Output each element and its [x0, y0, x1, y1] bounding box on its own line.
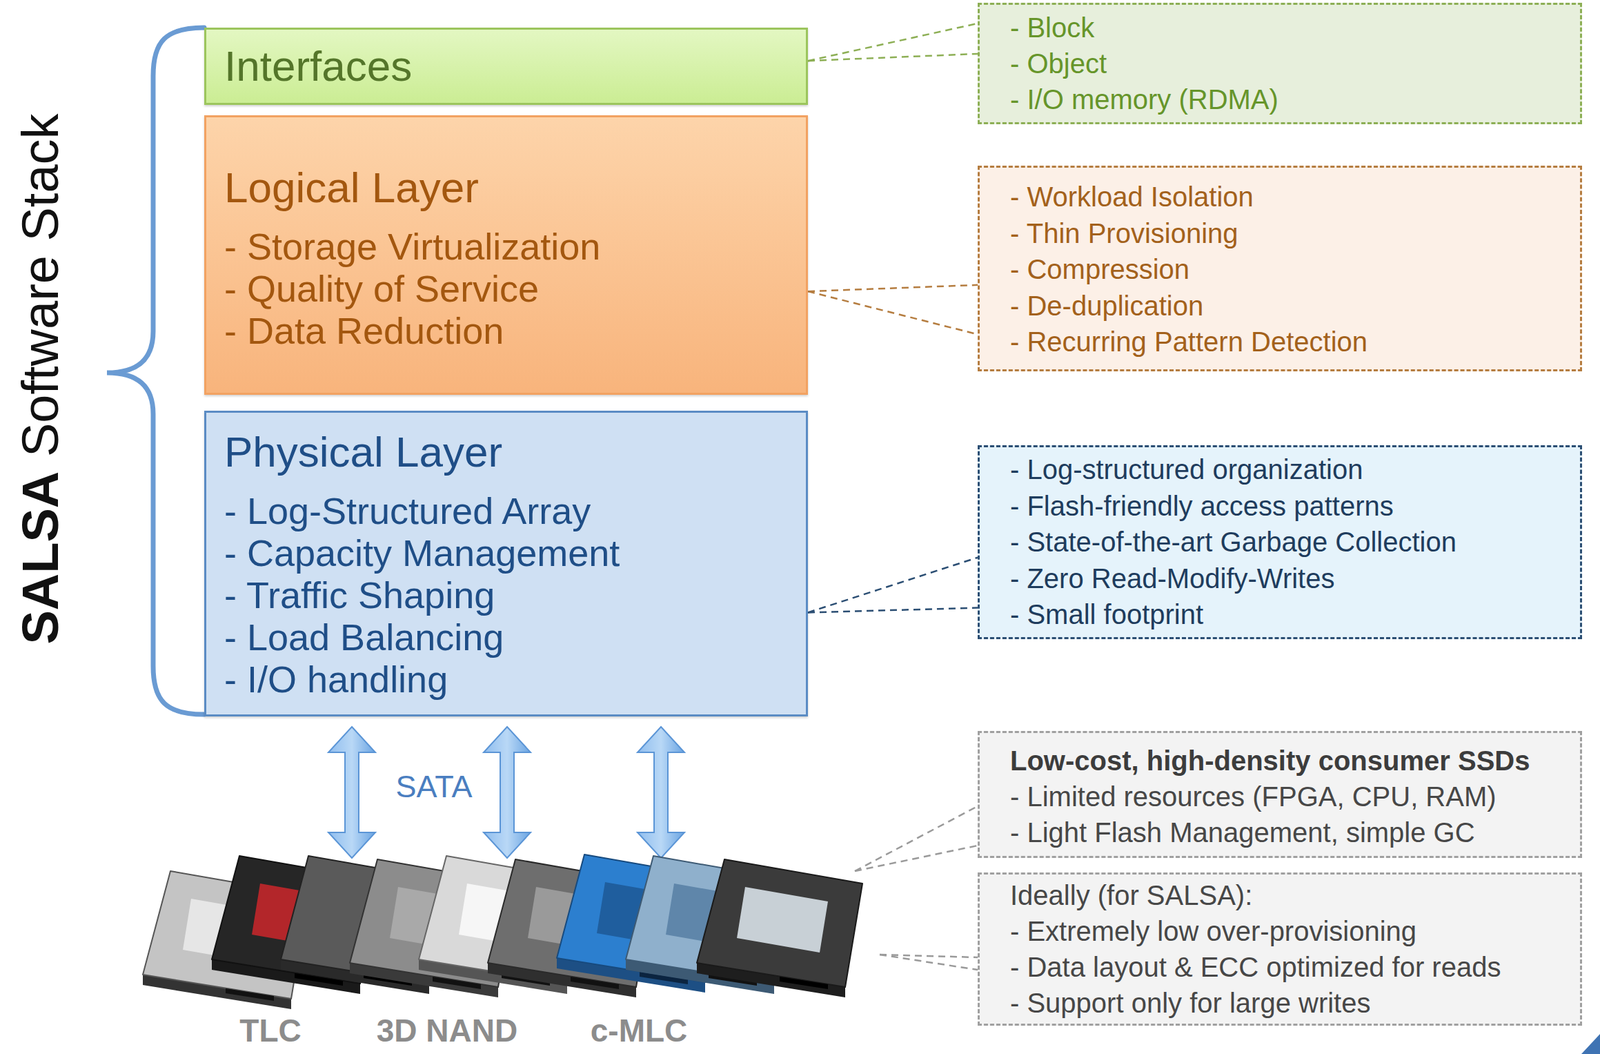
box-heading: Interfaces — [224, 42, 412, 91]
list-item: - Zero Read-Modify-Writes — [1010, 560, 1335, 597]
layer-box: Interfaces — [204, 27, 808, 105]
list-item: - Flash-friendly access patterns — [1010, 487, 1394, 525]
list-item: - Data layout & ECC optimized for reads — [1010, 948, 1501, 985]
stack-title-word: Software Stack — [11, 113, 69, 457]
list-item: - Object — [1010, 45, 1107, 82]
list-item: - Traffic Shaping — [224, 574, 495, 617]
list-item: - Capacity Management — [224, 531, 620, 575]
callout-box: Low-cost, high-density consumer SSDs- Li… — [977, 730, 1583, 858]
box-heading: Logical Layer — [224, 163, 479, 212]
list-item: Ideally (for SALSA): — [1010, 876, 1253, 913]
box-heading: Low-cost, high-density consumer SSDs — [1010, 742, 1530, 779]
list-item: - Data Reduction — [224, 309, 504, 352]
list-item: - Recurring Pattern Detection — [1010, 323, 1368, 361]
list-item: - Light Flash Management, simple GC — [1010, 814, 1476, 851]
leader-line — [807, 607, 978, 613]
stack-title-word: SALSA — [11, 471, 69, 645]
list-item: - Block — [1010, 9, 1095, 46]
callout-box: - Workload Isolation- Thin Provisioning-… — [977, 165, 1583, 372]
bus-label: SATA — [396, 770, 473, 802]
callout-leader — [807, 284, 978, 335]
stack-brace — [106, 27, 205, 715]
leader-line — [807, 53, 978, 61]
callout-leader — [807, 23, 978, 61]
flash-type-label: c-MLC — [590, 1014, 688, 1046]
list-item: - Storage Virtualization — [224, 225, 601, 268]
leader-line — [807, 557, 978, 613]
sata-arrows — [328, 726, 685, 858]
list-item: - Small footprint — [1010, 596, 1204, 633]
list-item: - Load Balancing — [224, 616, 504, 659]
layer-box: Physical Layer - Log-Structured Array- Ca… — [204, 410, 808, 717]
list-item: - State-of-the-art Garbage Collection — [1010, 523, 1457, 561]
list-item: - Limited resources (FPGA, CPU, RAM) — [1010, 778, 1497, 815]
list-item: - De-duplication — [1010, 287, 1204, 325]
flash-type-label: 3D NAND — [376, 1014, 518, 1046]
flash-type-label: TLC — [239, 1014, 301, 1046]
callout-box: - Log-structured organization- Flash-fri… — [977, 445, 1583, 639]
list-item: - Log-Structured Array — [224, 489, 591, 532]
callout-box: - Block- Object- I/O memory (RDMA) — [977, 2, 1583, 125]
list-item: - Quality of Service — [224, 267, 539, 310]
list-item: - I/O memory (RDMA) — [1010, 81, 1279, 118]
callout-box: Ideally (for SALSA):- Extremely low over… — [977, 872, 1583, 1026]
leader-lines — [854, 805, 978, 970]
leader-line — [807, 291, 978, 334]
list-item: - I/O handling — [224, 658, 448, 701]
callout-leader — [807, 557, 978, 613]
list-item: - Support only for large writes — [1010, 984, 1371, 1021]
list-item: - Extremely low over-provisioning — [1010, 912, 1417, 949]
corner-mark — [1581, 1033, 1600, 1054]
ssd-stack — [142, 854, 863, 1009]
list-item: - Log-structured organization — [1010, 451, 1363, 488]
box-heading: Physical Layer — [224, 427, 503, 477]
stack-title: SALSASoftware Stack — [15, 113, 67, 644]
list-item: - Compression — [1010, 251, 1190, 288]
leader-line — [807, 284, 978, 292]
list-item: - Thin Provisioning — [1010, 215, 1239, 252]
layer-box: Logical Layer - Storage Virtualization- Q… — [204, 115, 808, 395]
list-item: - Workload Isolation — [1010, 178, 1254, 216]
leader-line — [807, 23, 978, 61]
